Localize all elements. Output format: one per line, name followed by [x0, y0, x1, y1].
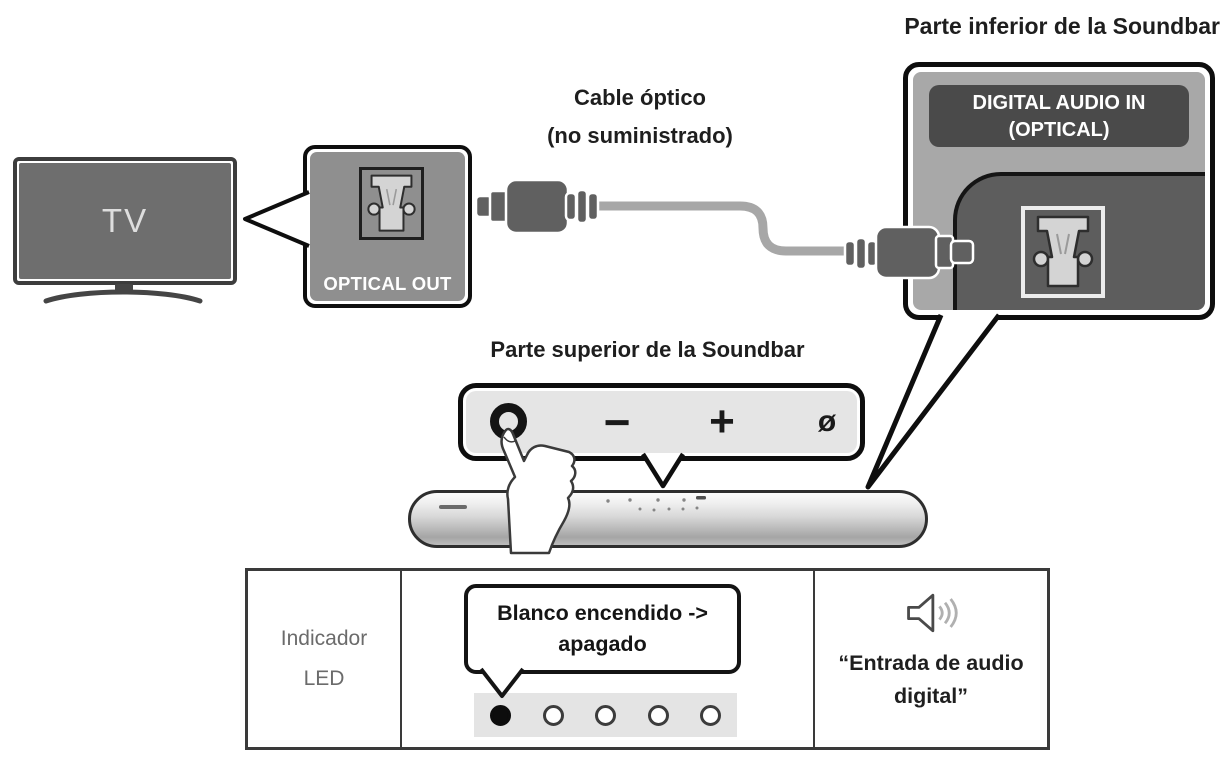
voice-prompt-line1: “Entrada de audio	[838, 651, 1024, 675]
tv-illustration: TV	[13, 157, 237, 285]
led-dot	[700, 704, 721, 726]
optical-out-label: OPTICAL OUT	[323, 273, 452, 294]
tv-callout-pointer	[243, 190, 310, 248]
led-indicator-cell: Indicador LED	[248, 571, 400, 747]
tv-screen: TV	[19, 163, 231, 279]
soundbar-control-panel: − + ø	[458, 383, 865, 461]
digital-audio-in-label-line2: (OPTICAL)	[1008, 119, 1110, 141]
tv-stand	[43, 284, 203, 304]
digital-audio-in-label-line1: DIGITAL AUDIO IN	[972, 92, 1146, 114]
speaker-icon	[907, 593, 958, 633]
control-panel-face: − + ø	[466, 391, 857, 453]
optical-cable	[589, 201, 853, 256]
tv-label: TV	[101, 202, 149, 239]
led-strip	[474, 693, 737, 737]
label-optical-cable-line2: (no suministrado)	[547, 123, 733, 148]
label-optical-cable-line1: Cable óptico	[573, 85, 706, 110]
optical-cable-connector-tv	[474, 178, 600, 235]
optical-out-panel: OPTICAL OUT	[310, 152, 465, 301]
label-optical-cable: Cable óptico (no suministrado)	[488, 79, 792, 155]
led-status-table: Indicador LED Blanco encendido -> apagad…	[245, 568, 1050, 750]
soundbar-illustration	[408, 490, 928, 548]
led-indicator-label-line2: LED	[303, 667, 345, 690]
voice-prompt-line2: digital”	[893, 684, 969, 708]
led-dot	[595, 704, 616, 726]
label-soundbar-bottom: Parte inferior de la Soundbar	[904, 13, 1220, 39]
label-soundbar-top: Parte superior de la Soundbar	[490, 337, 805, 362]
led-state-bubble-line1: Blanco encendido ->	[497, 601, 708, 625]
optical-out-callout: OPTICAL OUT	[303, 145, 472, 308]
volume-down-button: −	[603, 396, 631, 448]
mic-off-button: ø	[817, 405, 837, 438]
soundbar-logo-dash	[439, 505, 467, 509]
digital-audio-in-callout: DIGITAL AUDIO IN (OPTICAL)	[903, 62, 1215, 320]
led-dot	[542, 704, 564, 726]
digital-audio-in-label: DIGITAL AUDIO IN (OPTICAL)	[929, 85, 1189, 147]
optical-port-glyph	[367, 174, 416, 232]
led-dot	[647, 704, 669, 726]
led-state-cell: Blanco encendido -> apagado	[400, 571, 813, 747]
digital-audio-in-panel: DIGITAL AUDIO IN (OPTICAL)	[913, 72, 1205, 310]
led-indicator-label-line1: Indicador	[280, 627, 368, 650]
voice-prompt-cell: “Entrada de audio digital”	[813, 571, 1047, 747]
multifunction-button-icon	[490, 403, 527, 440]
optical-out-port-icon	[359, 167, 424, 240]
led-state-bubble: Blanco encendido -> apagado	[464, 584, 741, 674]
digital-callout-pointer	[865, 313, 1001, 490]
led-dot	[490, 704, 511, 726]
led-state-bubble-line2: apagado	[558, 632, 647, 656]
optical-port-glyph	[1032, 215, 1094, 288]
volume-up-button: +	[709, 397, 735, 446]
digital-audio-in-port-icon	[1021, 206, 1105, 298]
